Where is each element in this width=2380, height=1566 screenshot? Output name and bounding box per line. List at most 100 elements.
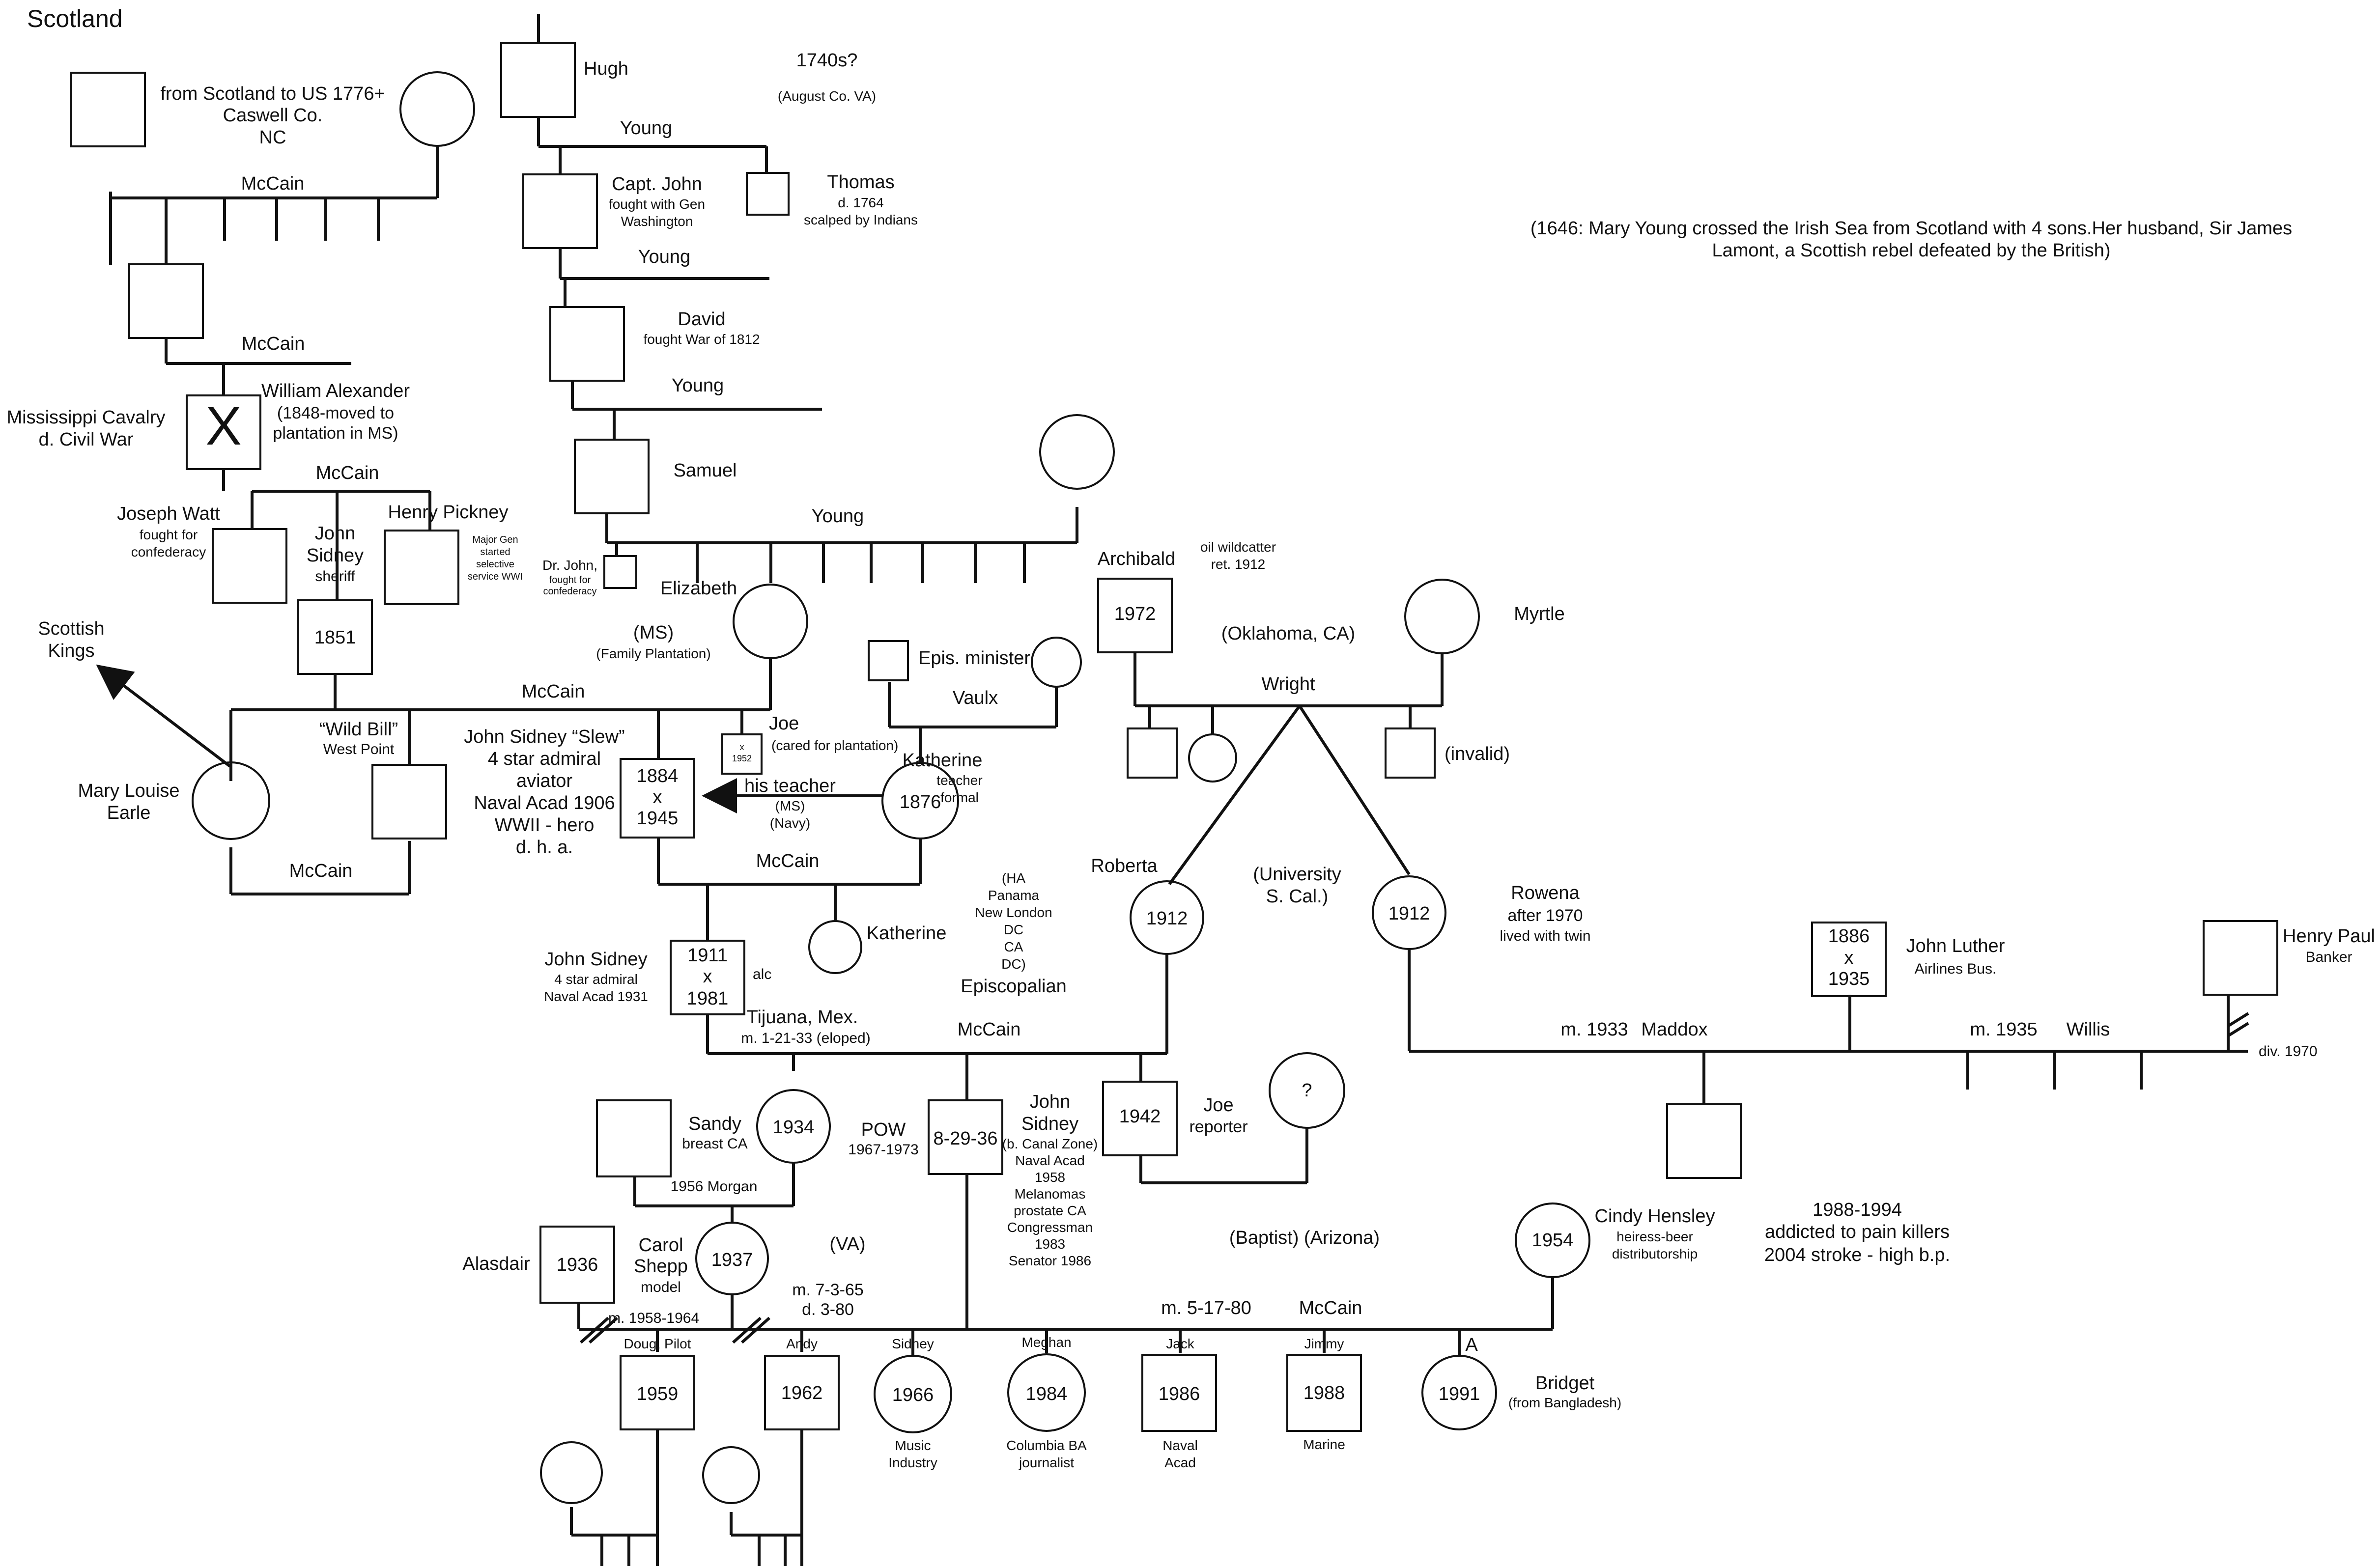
label-addicted: 1988-1994	[1813, 1200, 1902, 1220]
label-katherine: Katherine	[867, 923, 947, 944]
label-airlines: Airlines Bus.	[1915, 961, 1997, 977]
label-slew: d. h. a.	[516, 837, 573, 858]
label-jack: Jack	[1166, 1336, 1195, 1351]
label-john-sidney: Sidney	[307, 545, 364, 566]
year-8-29-36: 8-29-36	[934, 1128, 998, 1149]
label-jsm2-note: Naval Acad 1931	[544, 989, 648, 1004]
label-andy: Andy	[786, 1336, 818, 1351]
label-m-5-17-80: m. 5-17-80	[1161, 1298, 1251, 1318]
person-henry-pickney	[384, 530, 459, 605]
label-maddox: Maddox	[1641, 1019, 1707, 1040]
year-1954: 1954	[1532, 1230, 1574, 1251]
label-william-alexander: William Alexander	[261, 381, 410, 401]
label-m1933: m. 1933	[1560, 1019, 1628, 1040]
label-katherine-note: formal	[940, 790, 979, 805]
person-episc-minister	[868, 640, 909, 681]
label-surname: Wright	[1261, 674, 1315, 695]
year-1986: 1986	[1159, 1384, 1200, 1404]
person-thomas	[746, 172, 790, 216]
label-jsm3-note: Senator 1986	[1009, 1253, 1091, 1268]
label-slew: John Sidney “Slew”	[464, 727, 624, 747]
year-1886: 1886	[1828, 926, 1870, 947]
label-joseph-note: fought for	[140, 527, 198, 542]
person-david	[549, 306, 625, 382]
person-roberta	[1130, 880, 1204, 955]
label-question: ?	[1302, 1080, 1312, 1101]
label-columbia: Columbia BA	[1006, 1438, 1087, 1453]
label-navy: (Navy)	[770, 815, 810, 831]
label-jsm2-note: 4 star admiral	[554, 972, 638, 987]
label-hugh: Hugh	[584, 58, 628, 79]
year-1959: 1959	[637, 1384, 679, 1404]
label-joseph-watt: Joseph Watt	[117, 503, 220, 524]
person-alasdair	[539, 1226, 615, 1304]
label-breast-ca: breast CA	[682, 1136, 747, 1152]
person-carol-shepp	[695, 1222, 769, 1295]
note-line-2: Lamont, a Scottish rebel defeated by the…	[1712, 240, 2110, 261]
x-small: x	[653, 787, 662, 808]
label-columbia: journalist	[1019, 1455, 1074, 1470]
person-katherine-daughter	[808, 920, 862, 974]
year-1962: 1962	[781, 1383, 823, 1403]
label-surname: McCain	[958, 1019, 1021, 1040]
person-1934	[756, 1089, 831, 1164]
label-surname: Young	[620, 118, 672, 139]
label-model: model	[641, 1279, 681, 1295]
person-slew	[620, 758, 695, 839]
connector-lines	[96, 14, 2249, 1566]
label-va: (VA)	[829, 1234, 865, 1255]
label-oil: oil wildcatter	[1200, 539, 1276, 555]
person-wright-daughter	[1188, 733, 1237, 783]
label-meghan: Meghan	[1021, 1335, 1071, 1350]
year-1981: 1981	[687, 988, 729, 1009]
person-rowena	[1372, 875, 1446, 950]
label-henry-note: service WWI	[468, 571, 523, 582]
x-mark: X	[205, 396, 241, 456]
label-ha: CA	[1004, 939, 1023, 954]
year-1911: 1911	[687, 945, 728, 966]
person-doug	[620, 1355, 695, 1430]
label-katherine-note: teacher	[936, 773, 982, 788]
label-joe-note: (cared for plantation)	[771, 738, 898, 753]
label-music: Music	[895, 1438, 931, 1453]
year-1966: 1966	[892, 1385, 934, 1405]
person-wild-bill	[371, 764, 447, 839]
label-joe: Joe	[769, 713, 799, 734]
label-william-alexander: plantation in MS)	[273, 424, 398, 443]
label-sidney: Sidney	[892, 1336, 934, 1351]
label-d-3-80: d. 3-80	[802, 1300, 854, 1319]
label-jsm3-note: Melanomas	[1015, 1186, 1086, 1202]
label-david: David	[678, 309, 725, 330]
year-1988: 1988	[1303, 1383, 1345, 1403]
person-elizabeth	[733, 584, 808, 659]
label-ha: DC)	[1001, 956, 1026, 972]
label-ms: (MS)	[775, 798, 805, 813]
label-rowena: Rowena	[1511, 883, 1580, 903]
person-myrtle	[1404, 579, 1480, 654]
label-john-luther: John Luther	[1906, 936, 2005, 956]
label-cindy-note: distributorship	[1612, 1246, 1698, 1261]
label-tijuana: Tijuana, Mex.	[747, 1007, 858, 1028]
label-katherine: Katherine	[903, 750, 983, 771]
label-dr-john-note: fought for	[549, 575, 591, 586]
label-baptist: (Baptist) (Arizona)	[1229, 1228, 1380, 1248]
x-small: x	[1844, 948, 1854, 968]
label-ha: DC	[1004, 922, 1023, 937]
label-surname: McCain	[1299, 1298, 1362, 1318]
label-archibald: Archibald	[1098, 549, 1175, 569]
year-1937: 1937	[711, 1250, 753, 1270]
label-morgan: 1956 Morgan	[671, 1178, 758, 1195]
label-jsm3-note: (b. Canal Zone)	[1002, 1136, 1098, 1151]
person-joseph-watt	[212, 528, 287, 604]
label-henry-pickney: Henry Pickney	[388, 502, 509, 523]
person-samuel	[574, 439, 650, 514]
label-era: 1740s?	[796, 50, 858, 71]
text-labels: Scotland (1646: Mary Young crossed the I…	[6, 5, 2375, 1470]
year-1942: 1942	[1119, 1106, 1161, 1127]
person-sandy	[596, 1099, 672, 1177]
label-surname: McCain	[316, 463, 379, 483]
label-jsm3-note: Naval Acad	[1015, 1153, 1085, 1168]
label-willis: Willis	[2067, 1019, 2110, 1040]
label-elizabeth: Elizabeth	[660, 578, 737, 599]
